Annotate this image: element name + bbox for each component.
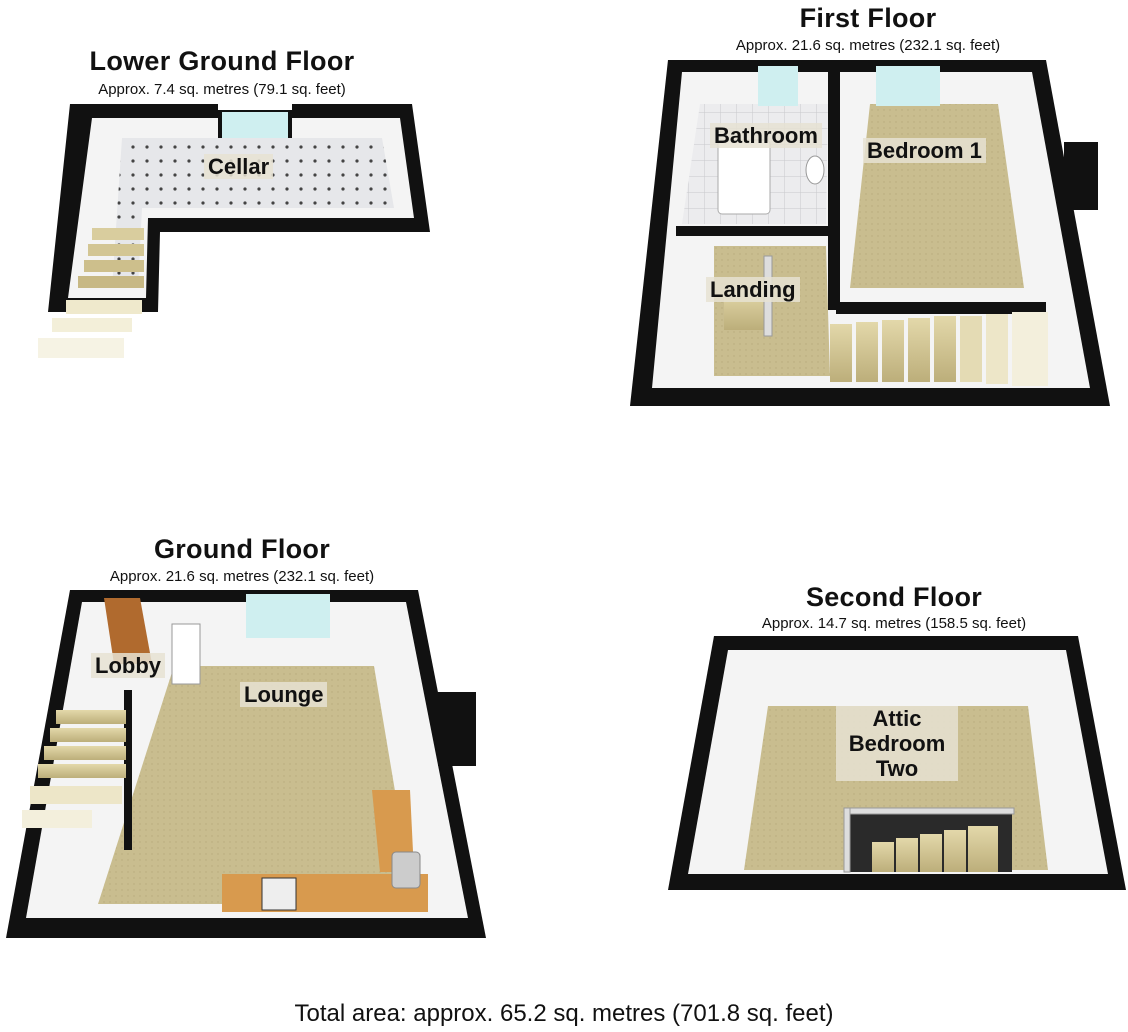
hob [261, 877, 297, 911]
attic-label-line-3: Two [875, 756, 919, 781]
first-floor-plan [630, 60, 1110, 406]
toilet [805, 155, 825, 185]
room-label-lounge: Lounge [240, 682, 328, 707]
bedroom1-wall-bottom [836, 302, 1046, 314]
lobby-partition [124, 690, 132, 850]
attic-stairs [843, 807, 1015, 873]
room-label-cellar: Cellar [204, 154, 274, 179]
room-label-bathroom: Bathroom [710, 123, 822, 148]
lounge-window [246, 594, 330, 638]
room-label-bedroom-1: Bedroom 1 [863, 138, 986, 163]
room-label-lobby: Lobby [91, 653, 165, 678]
attic-label-line-1: Attic [872, 706, 922, 731]
bedroom1-window [876, 66, 940, 106]
chimney-breast-ground [438, 692, 476, 766]
internal-door [171, 623, 201, 685]
cellar-window [222, 112, 288, 138]
bathroom-window [758, 66, 798, 106]
bath-tub [717, 139, 771, 215]
second-floor-area: Approx. 14.7 sq. metres (158.5 sq. feet) [761, 615, 1027, 632]
ground-floor-plan [6, 590, 486, 938]
second-floor-title: Second Floor [805, 582, 983, 612]
cellar-stairs [38, 228, 144, 358]
lower-ground-floor-area: Approx. 7.4 sq. metres (79.1 sq. feet) [98, 81, 346, 98]
first-floor-title: First Floor [799, 3, 937, 33]
lower-ground-floor-title: Lower Ground Floor [89, 46, 355, 76]
cellar-floor [112, 138, 394, 288]
sink [391, 851, 421, 889]
first-floor-area: Approx. 21.6 sq. metres (232.1 sq. feet) [735, 37, 1001, 54]
lobby-door [104, 598, 152, 664]
attic-label-line-2: Bedroom [848, 731, 946, 756]
chimney-breast-first [1064, 142, 1098, 210]
partition-bath-bed [828, 66, 840, 310]
lounge-floor [98, 666, 414, 904]
lower-ground-floor-plan [38, 104, 430, 358]
room-label-attic-bedroom-two: Attic Bedroom Two [836, 706, 958, 781]
room-label-landing: Landing [706, 277, 800, 302]
ground-floor-area: Approx. 21.6 sq. metres (232.1 sq. feet) [109, 568, 375, 585]
partition-bath-landing [676, 226, 832, 236]
total-area: Total area: approx. 65.2 sq. metres (701… [294, 1000, 834, 1027]
ground-floor-title: Ground Floor [153, 534, 331, 564]
bedroom1-floor [850, 104, 1024, 288]
ground-floor-stairs [22, 710, 126, 828]
